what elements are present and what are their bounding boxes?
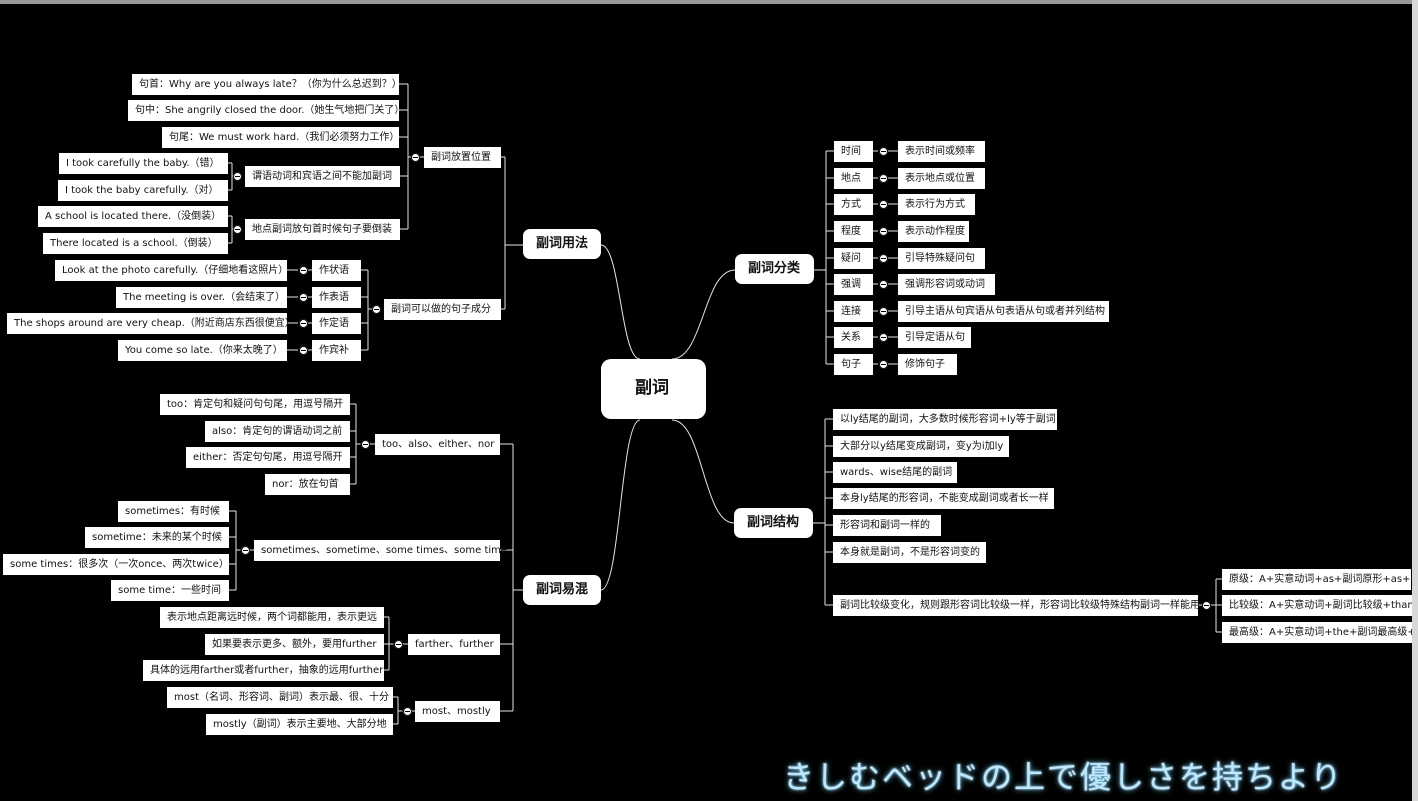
collapse-toggle-icon[interactable]: [410, 152, 420, 162]
structure-rule[interactable]: wards、wise结尾的副词: [833, 461, 957, 483]
placement-rule[interactable]: 地点副词放句首时候句子要倒装: [245, 219, 400, 240]
placement-rule[interactable]: 谓语动词和宾语之间不能加副词: [245, 166, 400, 187]
confusion-item[interactable]: 如果要表示更多、额外，要用further: [205, 633, 384, 655]
collapse-toggle-icon[interactable]: [878, 146, 888, 156]
collapse-toggle-icon[interactable]: [232, 224, 242, 234]
component-role[interactable]: 作宾补: [312, 339, 361, 361]
category-desc[interactable]: 引导定语从句: [898, 326, 971, 348]
connector-line: [671, 269, 736, 360]
category-key[interactable]: 句子: [834, 353, 873, 375]
category-desc[interactable]: 表示时间或频率: [898, 140, 985, 162]
confusion-item[interactable]: also：肯定句的谓语动词之前: [205, 420, 350, 442]
confusion-group[interactable]: most、mostly: [415, 700, 500, 722]
confusion-item[interactable]: nor：放在句首: [265, 473, 350, 495]
component-role[interactable]: 作定语: [312, 312, 361, 334]
collapse-toggle-icon[interactable]: [878, 359, 888, 369]
category-desc[interactable]: 表示动作程度: [898, 220, 969, 242]
component-example[interactable]: You come so late.（你来太晚了）: [118, 339, 287, 361]
category-desc[interactable]: 修饰句子: [898, 353, 957, 375]
structure-comparison[interactable]: 副词比较级变化，规则跟形容词比较级一样，形容词比较级特殊结构副词一样能用: [833, 594, 1200, 616]
category-desc[interactable]: 表示地点或位置: [898, 167, 985, 189]
rule-example[interactable]: I took the baby carefully.（对）: [58, 179, 228, 201]
collapse-toggle-icon[interactable]: [371, 304, 381, 314]
category-key[interactable]: 连接: [834, 300, 873, 322]
branch-classification[interactable]: 副词分类: [735, 254, 814, 284]
category-key[interactable]: 方式: [834, 193, 873, 215]
component-example[interactable]: Look at the photo carefully.（仔细地看这照片）: [55, 259, 288, 281]
confusion-item[interactable]: mostly（副词）表示主要地、大部分地: [206, 713, 393, 735]
structure-rule[interactable]: 本身ly结尾的形容词，不能变成副词或者长一样: [833, 487, 1054, 509]
collapse-toggle-icon[interactable]: [878, 226, 888, 236]
collapse-toggle-icon[interactable]: [298, 265, 308, 275]
category-key[interactable]: 程度: [834, 220, 873, 242]
usage-placement[interactable]: 副词放置位置: [424, 147, 501, 168]
comparison-form[interactable]: 比较级：A+实意动词+副词比较级+than+B: [1222, 594, 1418, 616]
confusion-item[interactable]: 具体的远用farther或者further，抽象的远用further: [143, 659, 384, 681]
confusion-item[interactable]: either：否定句句尾，用逗号隔开: [186, 446, 350, 468]
confusion-item[interactable]: 表示地点距离远时候，两个词都能用，表示更远: [160, 606, 384, 628]
collapse-toggle-icon[interactable]: [878, 306, 888, 316]
window-right-border: [1412, 0, 1418, 801]
confusion-item[interactable]: too：肯定句和疑问句句尾，用逗号隔开: [160, 393, 350, 415]
component-role[interactable]: 作状语: [312, 259, 361, 281]
category-key[interactable]: 关系: [834, 326, 873, 348]
watermark-text: きしむベッドの上で優しさを持ちより: [783, 760, 1344, 796]
category-key[interactable]: 时间: [834, 140, 873, 162]
structure-rule[interactable]: 以ly结尾的副词，大多数时候形容词+ly等于副词: [833, 408, 1057, 430]
category-desc[interactable]: 引导特殊疑问句: [898, 247, 985, 269]
collapse-toggle-icon[interactable]: [878, 173, 888, 183]
structure-rule[interactable]: 大部分以y结尾变成副词，变y为i加ly: [833, 435, 1009, 457]
collapse-toggle-icon[interactable]: [878, 279, 888, 289]
structure-rule[interactable]: 本身就是副词，不是形容词变的: [833, 541, 986, 563]
connector-line: [600, 244, 641, 360]
category-desc[interactable]: 引导主语从句宾语从句表语从句或者并列结构: [898, 300, 1109, 322]
category-key[interactable]: 强调: [834, 273, 873, 295]
confusion-group[interactable]: farther、further: [408, 633, 500, 655]
confusion-group[interactable]: sometimes、sometime、some times、some time: [254, 539, 507, 561]
collapse-toggle-icon[interactable]: [393, 639, 403, 649]
collapse-toggle-icon[interactable]: [360, 439, 370, 449]
category-desc[interactable]: 表示行为方式: [898, 193, 975, 215]
rule-example[interactable]: There located is a school.（倒装）: [43, 232, 228, 254]
rule-example[interactable]: I took carefully the baby.（错）: [59, 152, 228, 174]
confusion-item[interactable]: some time：一些时间: [111, 579, 229, 601]
collapse-toggle-icon[interactable]: [878, 253, 888, 263]
root-node-adverb[interactable]: 副词: [601, 359, 706, 419]
collapse-toggle-icon[interactable]: [878, 332, 888, 342]
category-desc[interactable]: 强调形容词或动词: [898, 273, 995, 295]
collapse-toggle-icon[interactable]: [1201, 600, 1211, 610]
collapse-toggle-icon[interactable]: [298, 292, 308, 302]
collapse-toggle-icon[interactable]: [298, 345, 308, 355]
connector-line: [671, 419, 735, 524]
connector-line: [600, 419, 641, 591]
comparison-form[interactable]: 最高级：A+实意动词+the+副词最高级+B: [1222, 621, 1418, 643]
placement-example[interactable]: 句中：She angrily closed the door.（她生气地把门关了…: [128, 99, 404, 121]
branch-structure[interactable]: 副词结构: [734, 508, 813, 538]
branch-usage[interactable]: 副词用法: [523, 229, 601, 259]
structure-rule[interactable]: 形容词和副词一样的: [833, 514, 941, 536]
placement-example[interactable]: 句首：Why are you always late？（你为什么总迟到？）: [132, 73, 402, 95]
component-example[interactable]: The meeting is over.（会结束了）: [116, 286, 287, 308]
window-top-border: [0, 0, 1418, 4]
placement-example[interactable]: 句尾：We must work hard.（我们必须努力工作）: [162, 126, 399, 148]
collapse-toggle-icon[interactable]: [240, 545, 250, 555]
usage-components[interactable]: 副词可以做的句子成分: [384, 299, 501, 320]
collapse-toggle-icon[interactable]: [402, 706, 412, 716]
confusion-item[interactable]: sometime：未来的某个时候: [85, 526, 229, 548]
component-role[interactable]: 作表语: [312, 286, 361, 308]
category-key[interactable]: 疑问: [834, 247, 873, 269]
comparison-form[interactable]: 原级：A+实意动词+as+副词原形+as+B: [1222, 568, 1417, 590]
branch-confusion[interactable]: 副词易混: [523, 575, 601, 605]
confusion-item[interactable]: sometimes：有时候: [118, 500, 229, 522]
category-key[interactable]: 地点: [834, 167, 873, 189]
component-example[interactable]: The shops around are very cheap.（附近商店东西很…: [7, 312, 295, 334]
confusion-item[interactable]: some times：很多次（一次once、两次twice）: [3, 553, 229, 575]
rule-example[interactable]: A school is located there.（没倒装）: [38, 205, 228, 227]
collapse-toggle-icon[interactable]: [878, 199, 888, 209]
confusion-item[interactable]: most（名词、形容词、副词）表示最、很、十分: [167, 686, 393, 708]
collapse-toggle-icon[interactable]: [232, 171, 242, 181]
confusion-group[interactable]: too、also、either、nor: [375, 433, 500, 455]
collapse-toggle-icon[interactable]: [298, 318, 308, 328]
